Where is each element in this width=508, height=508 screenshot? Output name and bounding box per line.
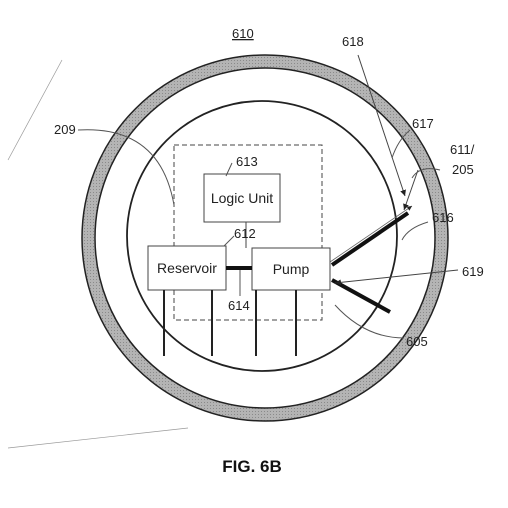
ref-619: 619 xyxy=(462,264,484,279)
leader-209 xyxy=(77,129,175,206)
background-line-bottom xyxy=(7,427,189,449)
ref-605: 605 xyxy=(406,334,428,349)
ref-614: 614 xyxy=(228,298,250,313)
ref-618: 618 xyxy=(342,34,364,49)
figure-caption: FIG. 6B xyxy=(222,457,282,476)
leader-613 xyxy=(225,162,233,177)
ref-613: 613 xyxy=(236,154,258,169)
ref-611-line1: 611/ xyxy=(450,142,475,157)
flow-arrow-619 xyxy=(334,269,459,286)
leader-616 xyxy=(401,221,429,241)
ref-616: 616 xyxy=(432,210,454,225)
ref-611-line2: 205 xyxy=(452,162,474,177)
reservoir-box xyxy=(147,245,227,291)
pump-label: Pump xyxy=(273,261,310,277)
logic-unit-box xyxy=(203,173,281,223)
flow-arrow-618 xyxy=(357,54,406,197)
pump-box xyxy=(251,247,331,291)
logic-unit-label: Logic Unit xyxy=(211,190,273,206)
flow-arrow-upper xyxy=(329,205,413,263)
reservoir-label: Reservoir xyxy=(157,260,217,276)
ref-612: 612 xyxy=(234,226,256,241)
dashed-enclosure xyxy=(173,144,323,321)
ref-610: 610 xyxy=(232,26,254,41)
flow-arrow-611 xyxy=(403,169,419,211)
inner-body-circle xyxy=(126,100,398,372)
ref-209: 209 xyxy=(54,122,76,137)
ref-617: 617 xyxy=(412,116,434,131)
leader-605 xyxy=(334,304,405,339)
upper-tube xyxy=(330,211,410,267)
leader-612 xyxy=(223,235,235,247)
lower-tube xyxy=(331,278,391,314)
leader-611 xyxy=(411,168,441,179)
background-line-top xyxy=(7,59,63,161)
leader-617 xyxy=(391,129,411,159)
